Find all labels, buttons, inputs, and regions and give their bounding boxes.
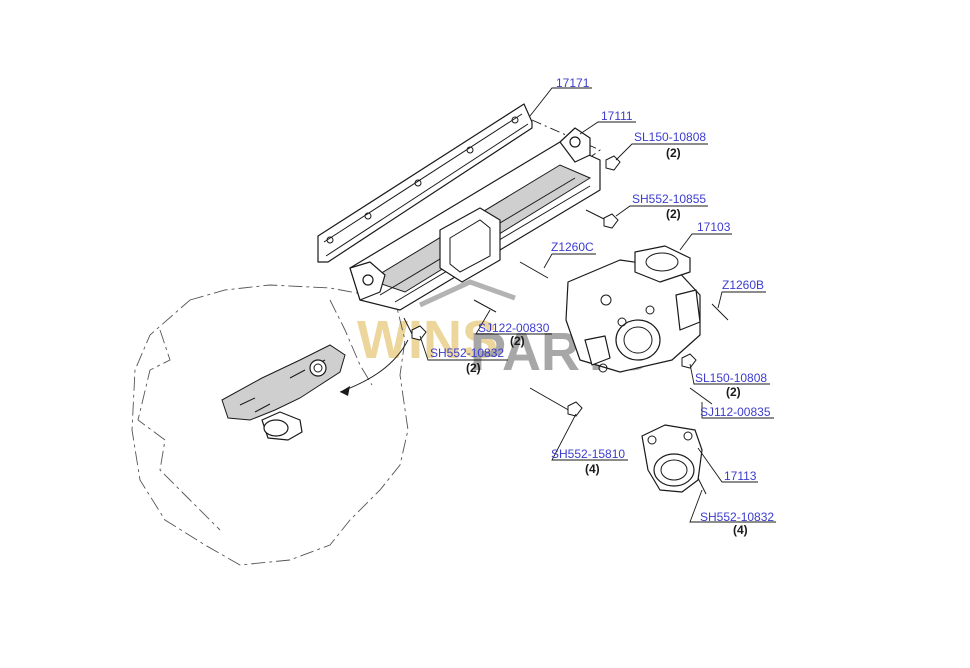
qty-sh552-10832-b: (4) <box>733 523 748 537</box>
callout-sh552-10855: SH552-10855 <box>632 192 706 206</box>
qty-sh552-10832-a: (2) <box>466 361 481 375</box>
watermark-roof-icon <box>418 279 516 308</box>
intake-manifold-17111 <box>349 127 601 311</box>
engine-manifold-assembly <box>221 344 346 441</box>
adapter-17113 <box>641 424 703 493</box>
callout-sj112-00835: SJ112-00835 <box>700 405 771 419</box>
assembly-arrowhead-icon <box>340 386 350 396</box>
callout-17171: 17171 <box>556 76 590 90</box>
callout-z1260b: Z1260B <box>722 278 764 292</box>
engine-outline <box>131 284 409 566</box>
callout-sj122-00830: SJ122-00830 <box>478 321 550 335</box>
qty-sj122-00830: (2) <box>510 334 525 348</box>
callout-sh552-10832-a: SH552-10832 <box>430 346 504 360</box>
fasteners <box>403 155 729 495</box>
callout-sh552-15810: SH552-15810 <box>551 447 625 461</box>
throttle-body-17103 <box>565 245 701 373</box>
callout-17111: 17111 <box>601 109 633 123</box>
qty-sh552-15810: (4) <box>585 462 600 476</box>
callout-17103: 17103 <box>697 220 731 234</box>
callouts: 17171 17111 SL150-10808 (2) SH552-10855 … <box>430 76 774 537</box>
callout-z1260c: Z1260C <box>551 240 594 254</box>
qty-sl150-10808-a: (2) <box>666 146 681 160</box>
leader-lines <box>419 87 776 523</box>
callout-17113: 17113 <box>724 469 757 483</box>
callout-sl150-10808-a: SL150-10808 <box>634 130 706 144</box>
qty-sl150-10808-b: (2) <box>726 385 741 399</box>
callout-sl150-10808-b: SL150-10808 <box>695 371 767 385</box>
intake-gasket-17171 <box>317 103 533 263</box>
callout-sh552-10832-b: SH552-10832 <box>700 510 774 524</box>
qty-sh552-10855: (2) <box>666 207 681 221</box>
